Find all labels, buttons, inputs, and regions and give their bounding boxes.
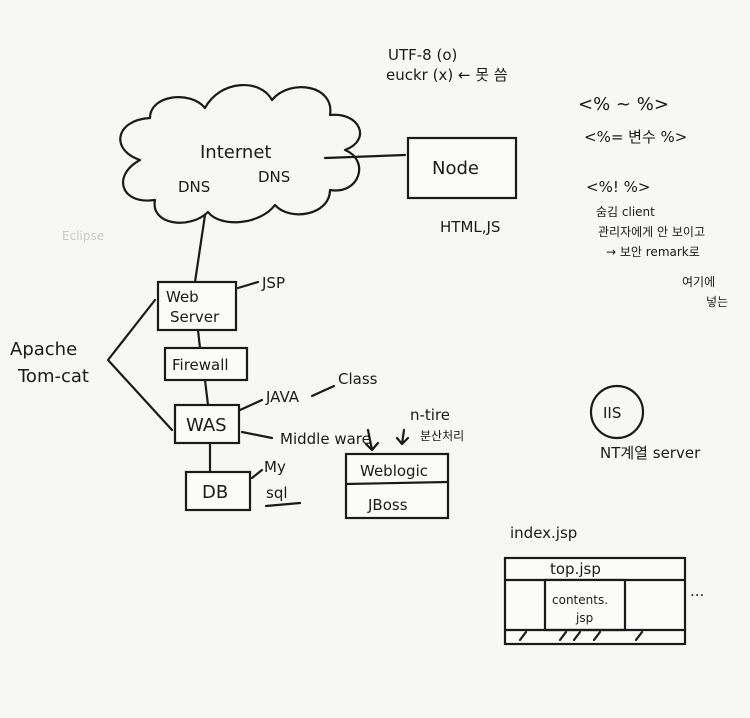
node-label: Node	[432, 158, 479, 179]
node-tech-label: HTML,JS	[440, 218, 500, 236]
firewall-label: Firewall	[172, 356, 229, 374]
mysql-label-line1: My	[264, 458, 286, 476]
node-box	[406, 136, 518, 200]
java-link	[238, 398, 264, 412]
ntier-label: n-tire	[410, 406, 450, 424]
firewall-was-link	[203, 378, 210, 407]
db-label: DB	[202, 482, 228, 503]
db-box	[184, 470, 252, 512]
java-label: JAVA	[265, 388, 300, 406]
java-class-link	[310, 384, 336, 398]
cloud-node-link	[323, 153, 407, 160]
middleware-link	[240, 430, 274, 440]
mysql-underline	[264, 501, 302, 508]
jsp-scriptlet-tag: <% ~ %>	[578, 94, 669, 115]
dns-left-label: DNS	[178, 178, 210, 196]
jsp-note-3: → 보안 remark로	[606, 245, 700, 259]
was-box	[173, 403, 241, 445]
iis-circle	[589, 384, 645, 440]
jsp-note-2: 관리자에게 안 보이고	[598, 225, 705, 239]
jsp-note-1: 숨김 client	[596, 205, 655, 219]
weblogic-divider	[344, 480, 450, 486]
internet-cloud	[119, 84, 362, 224]
middleware-arrow	[364, 428, 380, 452]
bottom-hatching	[518, 630, 644, 642]
weblogic-label: Weblogic	[360, 462, 428, 480]
jsp-link	[236, 280, 260, 290]
apache-label-line1: Apache	[10, 339, 77, 360]
encoding-euckr-note: euckr (x) ← 못 씀	[386, 66, 508, 84]
jboss-label: JBoss	[367, 496, 408, 514]
contents-label-line2: jsp	[575, 611, 593, 625]
ntier-note: 분산처리	[420, 429, 464, 443]
middleware-label: Middle ware	[280, 430, 371, 448]
was-label: WAS	[186, 415, 227, 436]
dns-right-label: DNS	[258, 168, 290, 186]
webserver-firewall-link	[196, 328, 202, 350]
mysql-link	[250, 468, 264, 480]
jsp-note-4: 여기에	[682, 275, 715, 289]
faint-eclipse-text: Eclipse	[62, 229, 104, 243]
jsp-declaration-tag: <%! %>	[586, 178, 650, 196]
cloud-webserver-link	[193, 213, 207, 284]
index-ellipsis: ...	[690, 582, 704, 600]
jsp-expression-tag: <%= 변수 %>	[584, 128, 687, 146]
class-label: Class	[338, 370, 378, 388]
apache-bracket	[106, 298, 174, 432]
contents-label-line1: contents.	[552, 593, 608, 607]
iis-label: IIS	[603, 404, 621, 422]
contents-box	[543, 578, 627, 632]
top-jsp-label: top.jsp	[550, 560, 601, 578]
ntier-arrow	[395, 428, 410, 446]
jsp-label: JSP	[261, 274, 285, 292]
iis-note: NT계열 server	[600, 444, 701, 462]
encoding-utf8-note: UTF-8 (o)	[388, 46, 457, 64]
tomcat-label-line2: Tom-cat	[17, 366, 89, 387]
index-jsp-label: index.jsp	[510, 524, 577, 542]
mysql-label-line2: sql	[266, 484, 288, 502]
web-server-label-line1: Web	[166, 288, 199, 306]
weblogic-jboss-box	[344, 452, 450, 520]
web-server-box	[156, 280, 238, 332]
internet-label: Internet	[200, 142, 271, 163]
web-server-label-line2: Server	[170, 308, 220, 326]
jsp-note-5: 넣는	[706, 295, 728, 309]
